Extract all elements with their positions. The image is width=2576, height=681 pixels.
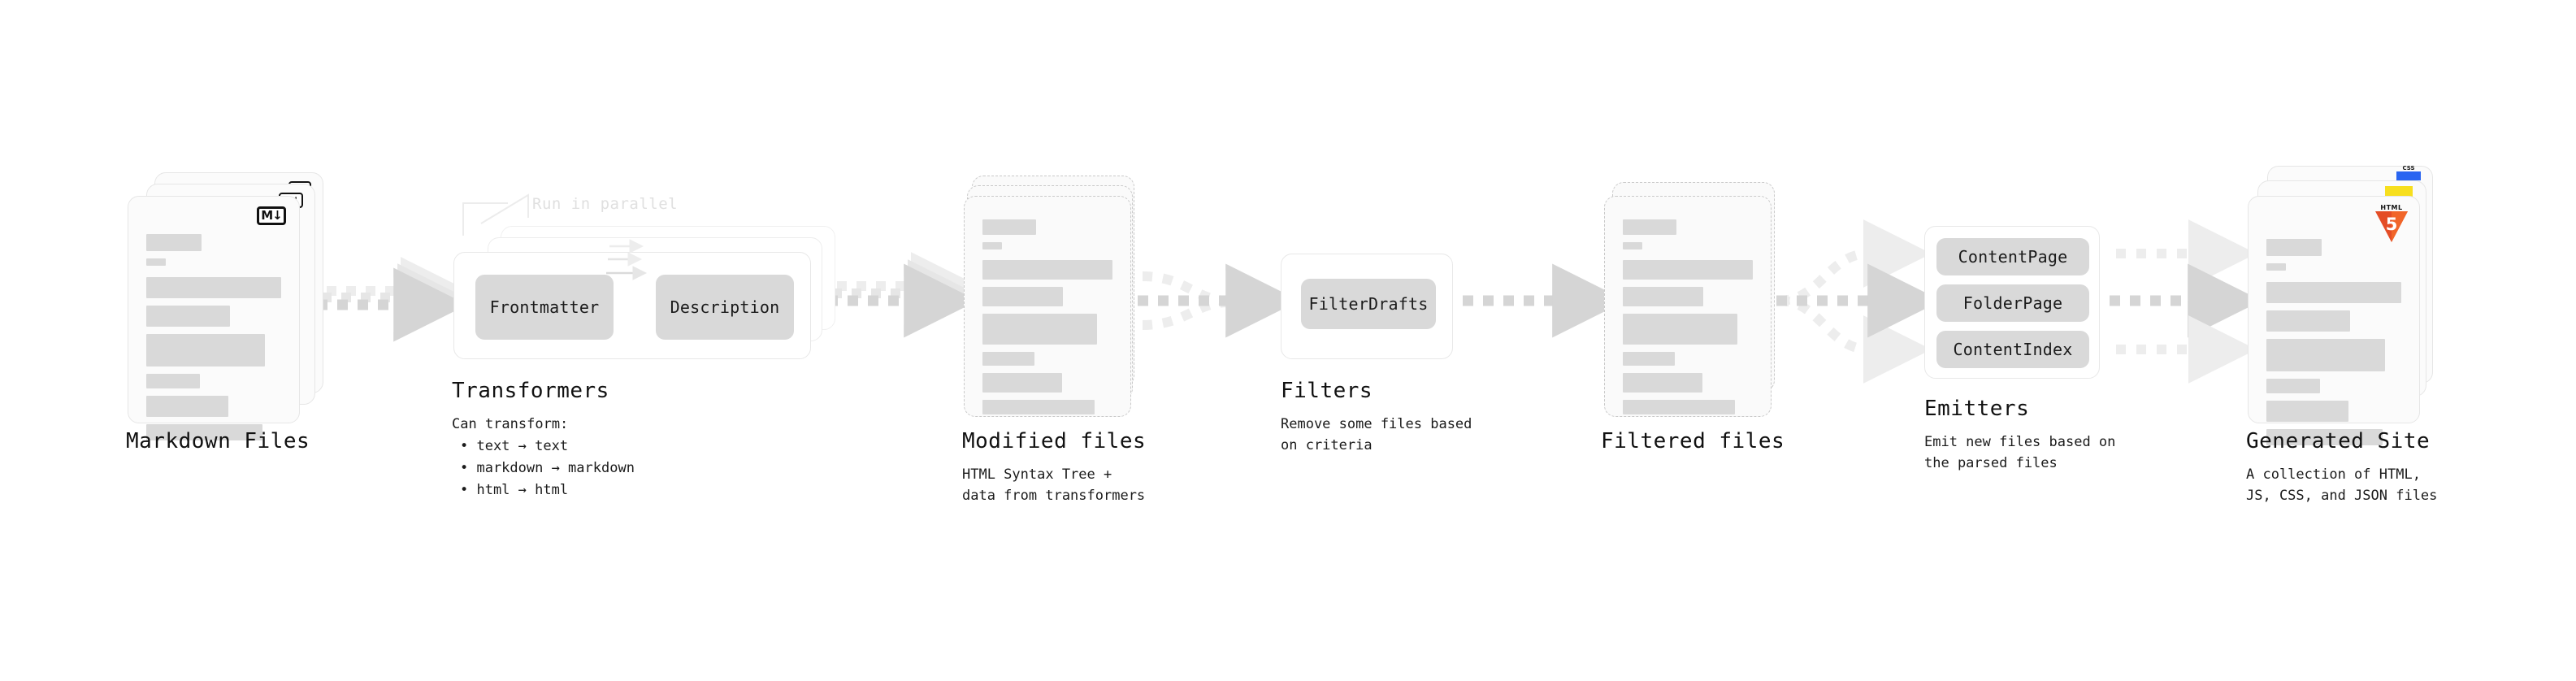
stage-subtitle-filters: Remove some files based on criteria — [1281, 416, 1472, 453]
css-logo-icon: CSS — [2396, 165, 2421, 180]
connector-transformers-to-modified — [827, 252, 979, 338]
stage-title-generated-site: Generated Site — [2246, 429, 2431, 453]
file-content-lines — [1623, 219, 1753, 422]
stage-title-filters: Filters — [1281, 379, 1373, 403]
connector-filtered-to-emitters — [1776, 219, 1942, 384]
stage-subtitle-modified-files: HTML Syntax Tree + data from transformer… — [962, 466, 1146, 504]
stage-title-emitters: Emitters — [1924, 397, 2030, 421]
transformer-bullet-1: • markdown → markdown — [460, 460, 635, 476]
stage-subtitle-emitters: Emit new files based on the parsed files — [1924, 434, 2116, 471]
pill-folderpage[interactable]: FolderPage — [1936, 284, 2089, 322]
connector-modified-to-filters — [1138, 263, 1300, 338]
stage-subtitle-transformers: Can transform: — [452, 416, 569, 432]
stage-title-filtered-files: Filtered files — [1601, 429, 1785, 453]
file-content-lines — [982, 219, 1112, 422]
markdown-logo-icon: M↓ — [257, 206, 286, 225]
css-label: CSS — [2402, 165, 2415, 171]
html5-logo-icon: HTML 5 — [2375, 204, 2408, 242]
transformer-bullet-0: • text → text — [460, 438, 569, 454]
pill-frontmatter[interactable]: Frontmatter — [475, 275, 614, 340]
emitter-group: ContentPage FolderPage ContentIndex — [1924, 226, 2100, 379]
markdown-file-card-front: M↓ — [128, 196, 300, 440]
stage-title-markdown-files: Markdown Files — [126, 429, 310, 453]
html5-digit: 5 — [2385, 215, 2398, 234]
stage-title-transformers: Transformers — [452, 379, 609, 403]
connector-md-to-transformers — [317, 257, 469, 342]
pill-contentpage[interactable]: ContentPage — [1936, 238, 2089, 275]
file-content-lines — [2266, 239, 2401, 453]
transformer-group-front: Frontmatter Description — [453, 252, 811, 359]
site-file-card-front: HTML 5 — [2248, 196, 2420, 445]
file-content-lines — [146, 234, 281, 448]
pill-description[interactable]: Description — [656, 275, 794, 340]
stage-subtitle-generated-site: A collection of HTML, JS, CSS, and JSON … — [2246, 466, 2438, 504]
filtered-file-card-front — [1604, 196, 1772, 417]
transformer-bullet-2: • html → html — [460, 482, 569, 498]
stage-title-modified-files: Modified files — [962, 429, 1147, 453]
pill-contentindex[interactable]: ContentIndex — [1936, 331, 2089, 368]
css-glyph: CSS — [2396, 165, 2421, 180]
filter-group: FilterDrafts — [1281, 254, 1453, 359]
html5-label: HTML — [2380, 204, 2403, 211]
modified-file-card-front — [964, 196, 1131, 417]
pill-filterdrafts[interactable]: FilterDrafts — [1301, 279, 1436, 329]
html5-glyph: HTML 5 — [2375, 204, 2408, 242]
connector-emitters-to-site — [2110, 219, 2262, 384]
markdown-glyph: M↓ — [257, 206, 286, 225]
run-in-parallel-note: Run in parallel — [532, 195, 679, 213]
